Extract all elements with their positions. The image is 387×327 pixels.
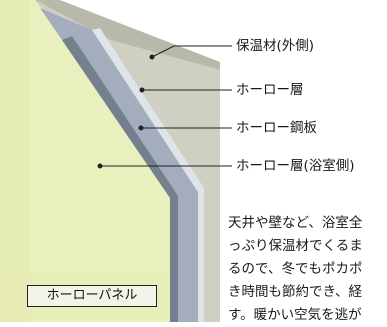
leader-insulation xyxy=(151,45,175,58)
insulation-layer xyxy=(35,0,220,322)
enamel-steel-sheet xyxy=(40,8,198,322)
body-text-line: す。暖かい空気を逃が xyxy=(228,307,362,323)
leader-lines xyxy=(97,45,232,169)
leader-enamel-steel-dot xyxy=(138,125,144,131)
leader-enamel-layer-dot xyxy=(139,87,145,93)
insulation-top xyxy=(35,0,220,70)
label-insulation: 保温材(外側) xyxy=(236,38,315,54)
body-text: 天井や壁など、浴室全 っぷり保温材でくるま るので、冬でもポカポ き時間も節約で… xyxy=(228,212,387,327)
leader-insulation-dot xyxy=(149,54,155,60)
label-enamel-layer: ホーロー層 xyxy=(236,82,304,98)
body-text-line: き時間も節約でき、経 xyxy=(228,284,363,300)
leader-enamel-bath-dot xyxy=(97,163,103,169)
label-enamel-bath-side: ホーロー層(浴室側) xyxy=(236,158,355,174)
body-text-line: っぷり保温材でくるま xyxy=(228,238,363,254)
body-text-line: 天井や壁など、浴室全 xyxy=(228,215,363,231)
body-text-line: るので、冬でもポカポ xyxy=(228,261,363,277)
label-enamel-steel: ホーロー鋼板 xyxy=(236,120,317,136)
panel-face-shade xyxy=(0,0,30,322)
panel-caption: ホーローパネル xyxy=(27,285,157,307)
panel-face xyxy=(0,0,195,322)
